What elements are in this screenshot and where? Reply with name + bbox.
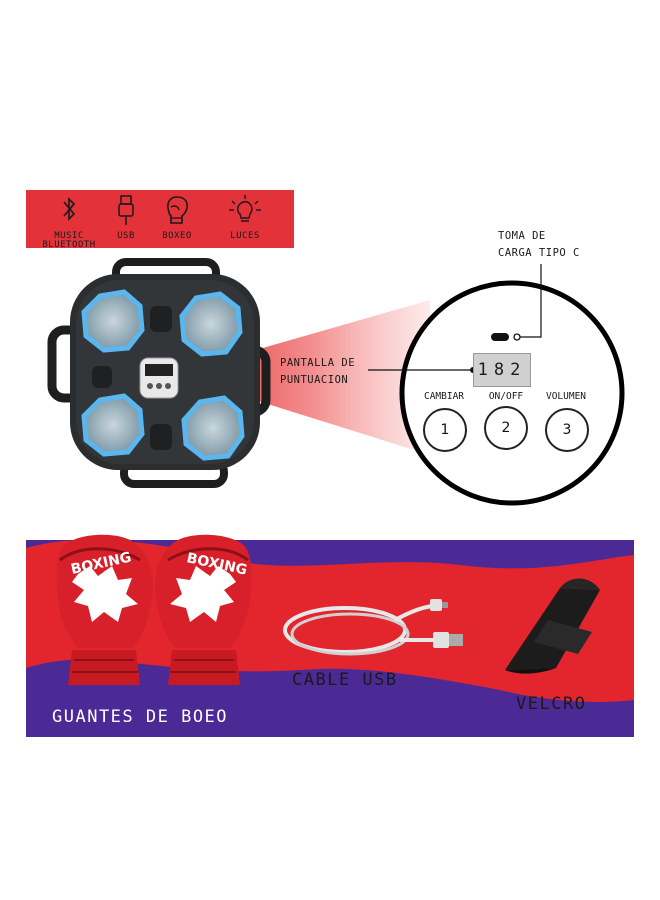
target-pad-bottom-left: [81, 393, 145, 457]
cable-usb-label: CABLE USB: [292, 670, 398, 690]
boxing-machine: [47, 258, 271, 488]
power-button-number: 2: [501, 420, 511, 436]
velcro-label: VELCRO: [516, 694, 587, 714]
feature-boxing: BOXEO: [150, 190, 204, 248]
target-pad-top-left: [81, 289, 145, 353]
score-lcd: 182: [473, 353, 531, 387]
feature-usb-label: USB: [117, 231, 135, 241]
target-pad-bottom-right: [181, 395, 245, 461]
feature-lights-label: LUCES: [230, 231, 260, 241]
button-3-label: VOLUMEN: [545, 391, 587, 402]
feature-usb: USB: [106, 190, 146, 248]
right-glove: BOXING: [154, 534, 252, 685]
charge-pointer-line: [520, 264, 542, 338]
gloves-label: GUANTES DE BOEO: [52, 707, 229, 727]
type-c-port: [491, 333, 509, 341]
button-2-label: ON/OFF: [488, 391, 524, 402]
volume-button[interactable]: 3: [545, 408, 589, 452]
feature-boxing-label: BOXEO: [162, 231, 192, 241]
change-button[interactable]: 1: [423, 408, 467, 452]
volume-button-number: 3: [562, 422, 572, 438]
feature-bluetooth: MUSIC BLUETOOTH: [36, 190, 102, 250]
light-bulb-icon: [229, 195, 261, 222]
usb-icon: [118, 195, 134, 225]
power-button[interactable]: 2: [484, 406, 528, 450]
usb-cable-image: [283, 599, 463, 656]
feature-lights: LUCES: [210, 190, 280, 248]
zoom-beam: [172, 300, 430, 455]
velcro-strap-image: [505, 578, 600, 674]
feature-strip: MUSIC BLUETOOTH USB BOXEO: [26, 190, 294, 250]
device-score-display: [139, 357, 179, 399]
change-button-number: 1: [440, 422, 450, 438]
button-1-label: CAMBIAR: [423, 391, 465, 402]
feature-bluetooth-label: MUSIC BLUETOOTH: [42, 231, 96, 250]
left-glove: BOXING: [56, 534, 154, 685]
boxing-glove-icon: [167, 196, 188, 224]
score-screen-label: PANTALLA DE PUNTUACION: [280, 357, 356, 386]
charge-port-label: TOMA DE CARGA TIPO C: [498, 230, 580, 259]
bluetooth-icon: [63, 197, 76, 221]
boxing-gloves-image: BOXING BOXING: [56, 534, 252, 685]
score-value: 182: [477, 360, 527, 380]
target-pad-top-right: [179, 291, 243, 357]
